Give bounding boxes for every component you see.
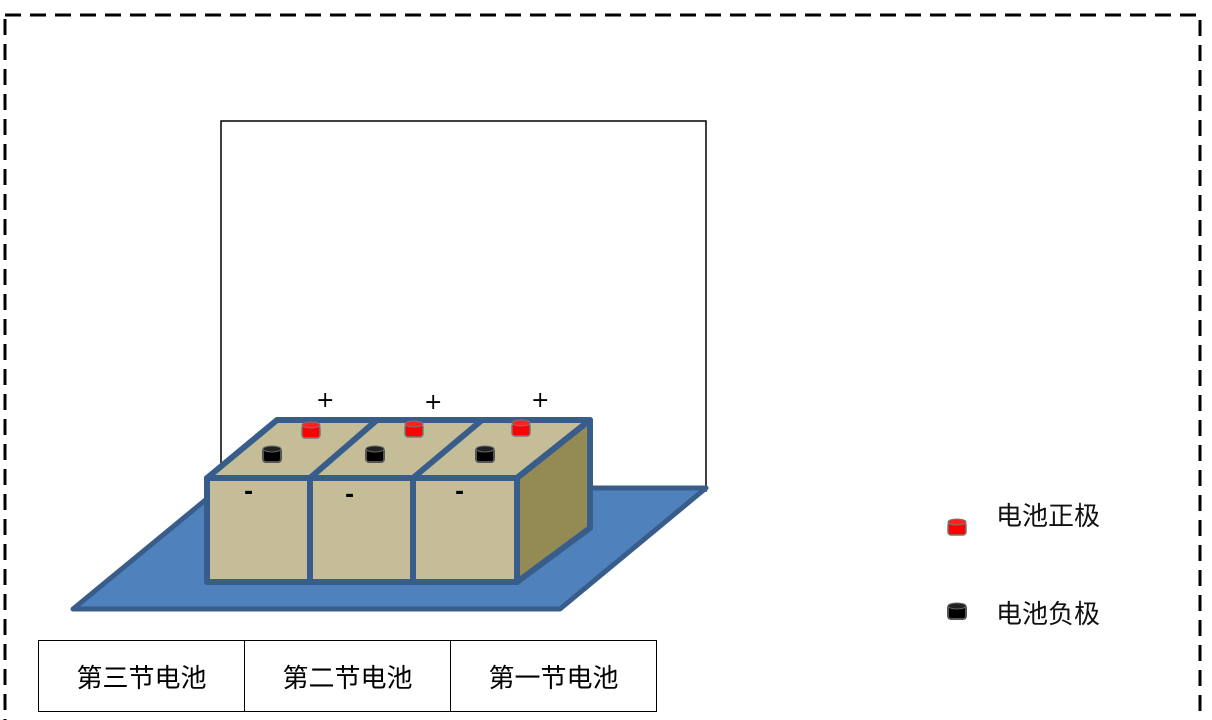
black-terminal-icon [475,445,495,463]
positive-sign: + [424,390,443,415]
legend-negative-label: 电池负极 [996,600,1101,630]
negative-sign: - [455,480,465,505]
battery-front-2 [307,475,416,585]
battery-label-cell: 第一节电池 [450,640,657,712]
red-terminal-icon [404,420,424,438]
negative-sign: - [244,480,254,505]
positive-sign: + [531,388,550,413]
black-terminal-icon [365,445,385,463]
legend-positive-label: 电池正极 [996,502,1101,532]
black-terminal-icon [262,445,282,463]
legend-black-terminal-icon [947,602,967,620]
positive-sign: + [316,388,335,413]
battery-pack [204,417,593,585]
red-terminal-icon [301,421,321,439]
battery-label-cell: 第三节电池 [38,640,245,712]
battery-front-3 [204,475,313,585]
legend-red-terminal-icon [947,518,967,536]
negative-sign: - [345,483,355,508]
battery-label-cell: 第二节电池 [244,640,451,712]
outer-dashed-border [3,13,1202,720]
battery-front-1 [410,475,520,585]
red-terminal-icon [511,419,531,437]
